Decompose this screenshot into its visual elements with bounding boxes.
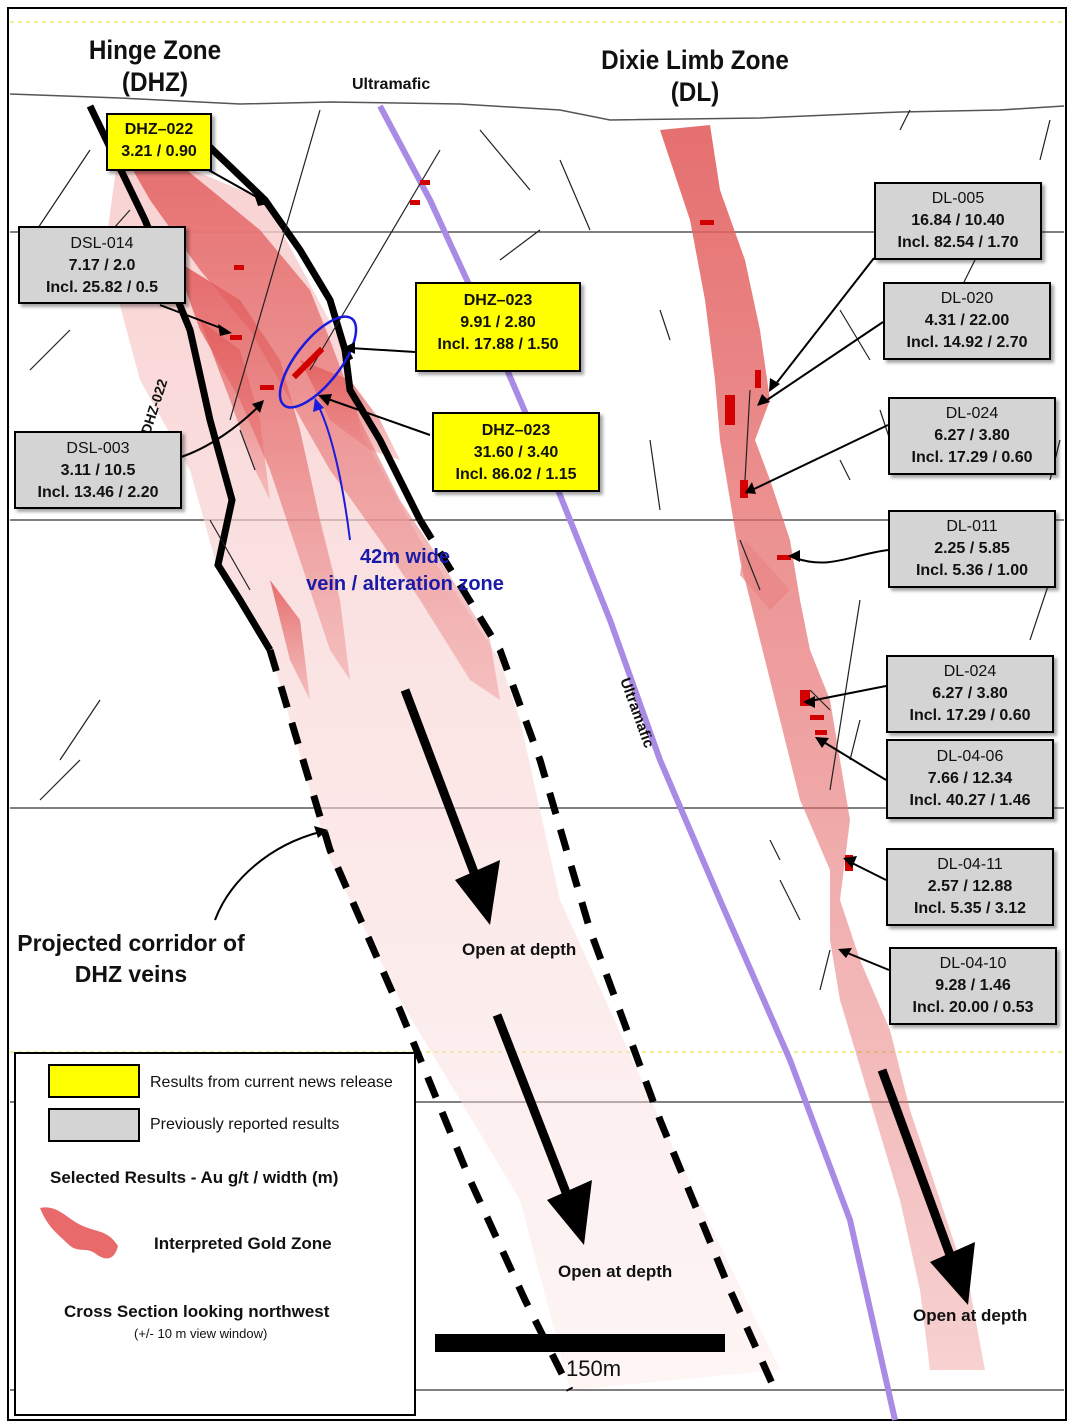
- legend-swatch-previous: [48, 1108, 140, 1142]
- hinge-zone-title: Hinge Zone (DHZ): [88, 35, 222, 97]
- legend-swatch-current: [48, 1064, 140, 1098]
- result-box-dsl-014: DSL-014 7.17 / 2.0 Incl. 25.82 / 0.5: [18, 226, 186, 304]
- legend-label-gold-zone: Interpreted Gold Zone: [154, 1234, 332, 1253]
- dl-gold-zone: [660, 125, 985, 1370]
- result-box-dhz-023-a: DHZ–023 9.91 / 2.80 Incl. 17.88 / 1.50: [415, 282, 581, 372]
- corridor-boundary-left: [266, 648, 574, 1392]
- open-at-depth-label-3: Open at depth: [913, 1306, 1028, 1325]
- dixie-limb-zone-title: Dixie Limb Zone (DL): [601, 45, 789, 107]
- open-at-depth-label-1: Open at depth: [462, 940, 577, 959]
- scale-bar-label: 150m: [566, 1356, 622, 1381]
- vein-zone-pointer: [317, 404, 351, 541]
- figure-frame: [7, 7, 1067, 1421]
- result-box-dl-04-10: DL-04-10 9.28 / 1.46 Incl. 20.00 / 0.53: [889, 947, 1057, 1025]
- result-box-dhz-023-b: DHZ–023 31.60 / 3.40 Incl. 86.02 / 1.15: [432, 412, 600, 492]
- ultramafic-top-label: Ultramafic: [352, 76, 431, 93]
- legend-label-previous: Previously reported results: [150, 1116, 340, 1133]
- callout-arrowheads: [218, 194, 857, 958]
- result-box-dl-04-06: DL-04-06 7.66 / 12.34 Incl. 40.27 / 1.46: [886, 739, 1054, 819]
- callout-pointers: [159, 167, 890, 971]
- legend-section-title: Cross Section looking northwest: [64, 1302, 330, 1321]
- legend-gold-zone-symbol: [40, 1207, 118, 1259]
- open-at-depth-label-2: Open at depth: [558, 1262, 673, 1281]
- legend-section-subtitle: (+/- 10 m view window): [134, 1326, 268, 1341]
- topography-line: [9, 93, 1065, 121]
- result-box-dl-04-11: DL-04-11 2.57 / 12.88 Incl. 5.35 / 3.12: [886, 848, 1054, 926]
- result-box-dsl-003: DSL-003 3.11 / 10.5 Incl. 13.46 / 2.20: [14, 431, 182, 509]
- vein-zone-ellipse: [278, 315, 358, 409]
- result-box-dl-024-a: DL-024 6.27 / 3.80 Incl. 17.29 / 0.60: [888, 397, 1056, 475]
- ultramafic-contact: [377, 104, 898, 1421]
- result-box-dl-024-b: DL-024 6.27 / 3.80 Incl. 17.29 / 0.60: [886, 655, 1054, 733]
- result-box-dl-011: DL-011 2.25 / 5.85 Incl. 5.36 / 1.00: [888, 510, 1056, 588]
- projected-corridor-label: Projected corridor of DHZ veins: [17, 930, 245, 987]
- scale-bar: [435, 1334, 725, 1352]
- result-box-dl-005: DL-005 16.84 / 10.40 Incl. 82.54 / 1.70: [874, 182, 1042, 260]
- legend-box: Results from current news release Previo…: [14, 1052, 416, 1416]
- legend-label-current: Results from current news release: [150, 1074, 393, 1091]
- open-at-depth-arrows: [400, 688, 975, 1305]
- corridor-boundary-right: [417, 518, 779, 1392]
- vein-zone-label: 42m wide vein / alteration zone: [306, 546, 504, 595]
- ultramafic-diagonal-label: Ultramafic: [616, 676, 657, 751]
- legend-selected-results: Selected Results - Au g/t / width (m): [50, 1168, 339, 1187]
- result-box-dl-020: DL-020 4.31 / 22.00 Incl. 14.92 / 2.70: [883, 282, 1051, 360]
- result-box-dhz-022: DHZ–022 3.21 / 0.90: [106, 113, 212, 171]
